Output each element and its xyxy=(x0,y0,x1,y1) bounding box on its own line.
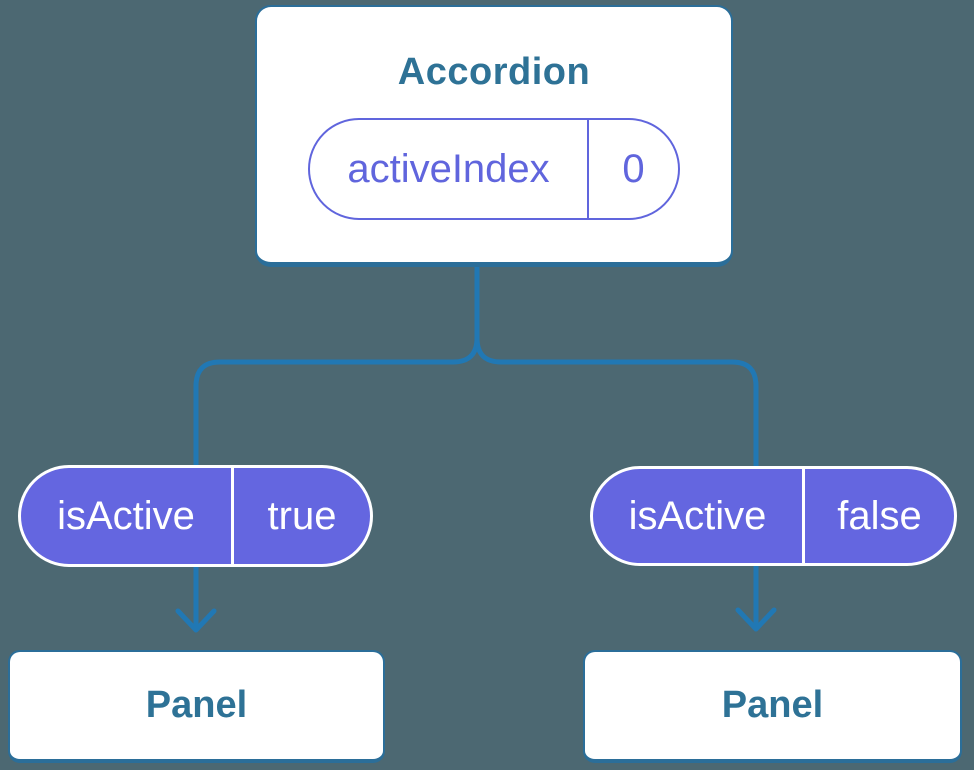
panel-node-right: Panel xyxy=(583,650,962,763)
state-name: activeIndex xyxy=(310,120,589,218)
panel-label: Panel xyxy=(721,684,824,726)
state-value: 0 xyxy=(622,146,645,191)
prop-name: isActive xyxy=(593,469,805,563)
tree-branch-left xyxy=(193,265,480,471)
prop-name: isActive xyxy=(21,468,234,564)
state-pill: activeIndex 0 xyxy=(308,118,680,220)
component-title: Accordion xyxy=(397,51,591,93)
tree-branch-right xyxy=(474,265,759,472)
panel-label: Panel xyxy=(145,684,248,726)
arrow-head-right-icon xyxy=(735,607,777,632)
prop-pill-left: isActive true xyxy=(18,465,373,567)
panel-node-left: Panel xyxy=(8,650,385,763)
accordion-component-node: Accordion activeIndex 0 xyxy=(255,5,733,267)
prop-value: true xyxy=(267,493,337,538)
arrow-head-left-icon xyxy=(175,608,217,633)
prop-pill-right: isActive false xyxy=(590,466,957,566)
prop-value: false xyxy=(837,493,922,538)
